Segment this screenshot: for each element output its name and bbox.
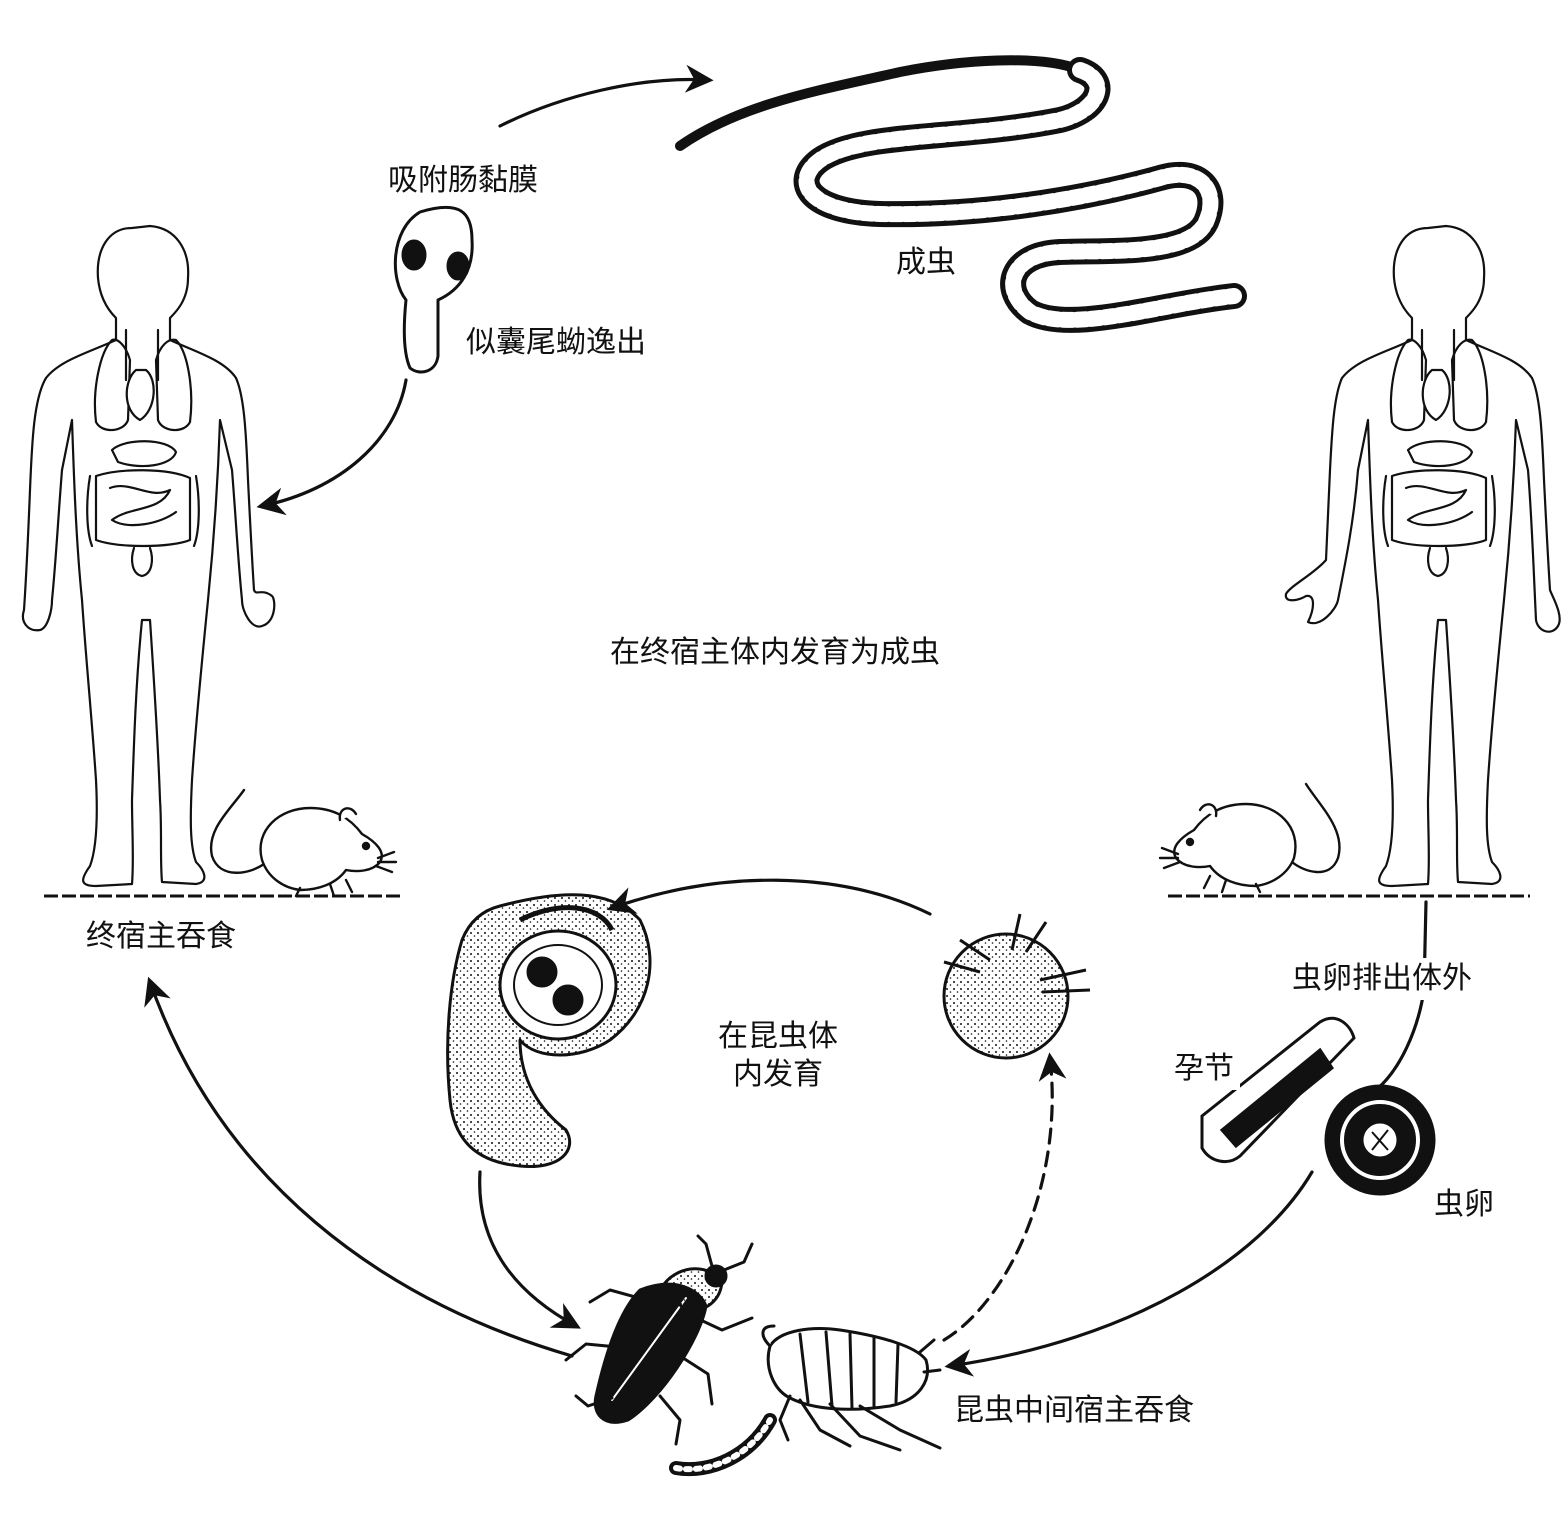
flea xyxy=(761,1324,942,1452)
label-egg: 虫卵 xyxy=(1428,1184,1500,1226)
tapeworm-egg xyxy=(1324,1084,1436,1196)
arrow-scolex-to-human xyxy=(256,378,408,516)
label-develop-in-insect-line1: 在昆虫体 xyxy=(718,1019,838,1054)
label-develop-in-definitive-host: 在终宿主体内发育为成虫 xyxy=(604,632,946,674)
arrow-flea-to-oncosphere xyxy=(942,1052,1067,1342)
arrow-attach-to-adult xyxy=(498,64,714,128)
label-eggs-excreted: 虫卵排出体外 xyxy=(1286,958,1478,1000)
label-gravid-proglottid: 孕节 xyxy=(1168,1048,1240,1090)
human-figure-left xyxy=(21,224,276,888)
beetle xyxy=(564,1234,754,1446)
label-develop-in-insect: 在昆虫体 内发育 xyxy=(712,1016,844,1095)
label-eaten-by-definitive-host: 终宿主吞食 xyxy=(80,916,242,958)
label-cysticercoid-escape: 似囊尾蚴逸出 xyxy=(460,322,652,364)
arrow-eggs-to-flea xyxy=(944,1170,1314,1377)
oncosphere xyxy=(942,913,1091,1060)
arrow-larva-to-beetle xyxy=(478,1170,581,1329)
cysticercoid-scolex xyxy=(393,205,474,374)
label-attach-mucosa: 吸附肠黏膜 xyxy=(382,160,544,202)
label-adult-worm: 成虫 xyxy=(890,242,962,284)
human-figure-right xyxy=(1284,224,1561,888)
arrow-beetle-to-host xyxy=(144,976,574,1358)
label-develop-in-insect-line2: 内发育 xyxy=(733,1056,823,1092)
label-eaten-by-insect-host: 昆虫中间宿主吞食 xyxy=(948,1390,1200,1432)
cycle-arrows xyxy=(144,64,1428,1377)
mouse-right xyxy=(1158,782,1341,894)
arrow-oncosphere-to-larva xyxy=(606,878,932,916)
cysticercoid-larva xyxy=(446,893,652,1169)
gravid-proglottid xyxy=(1200,1016,1356,1164)
tapeworm-adult xyxy=(675,55,1247,333)
larva xyxy=(669,1413,777,1477)
mouse-left xyxy=(209,788,398,898)
